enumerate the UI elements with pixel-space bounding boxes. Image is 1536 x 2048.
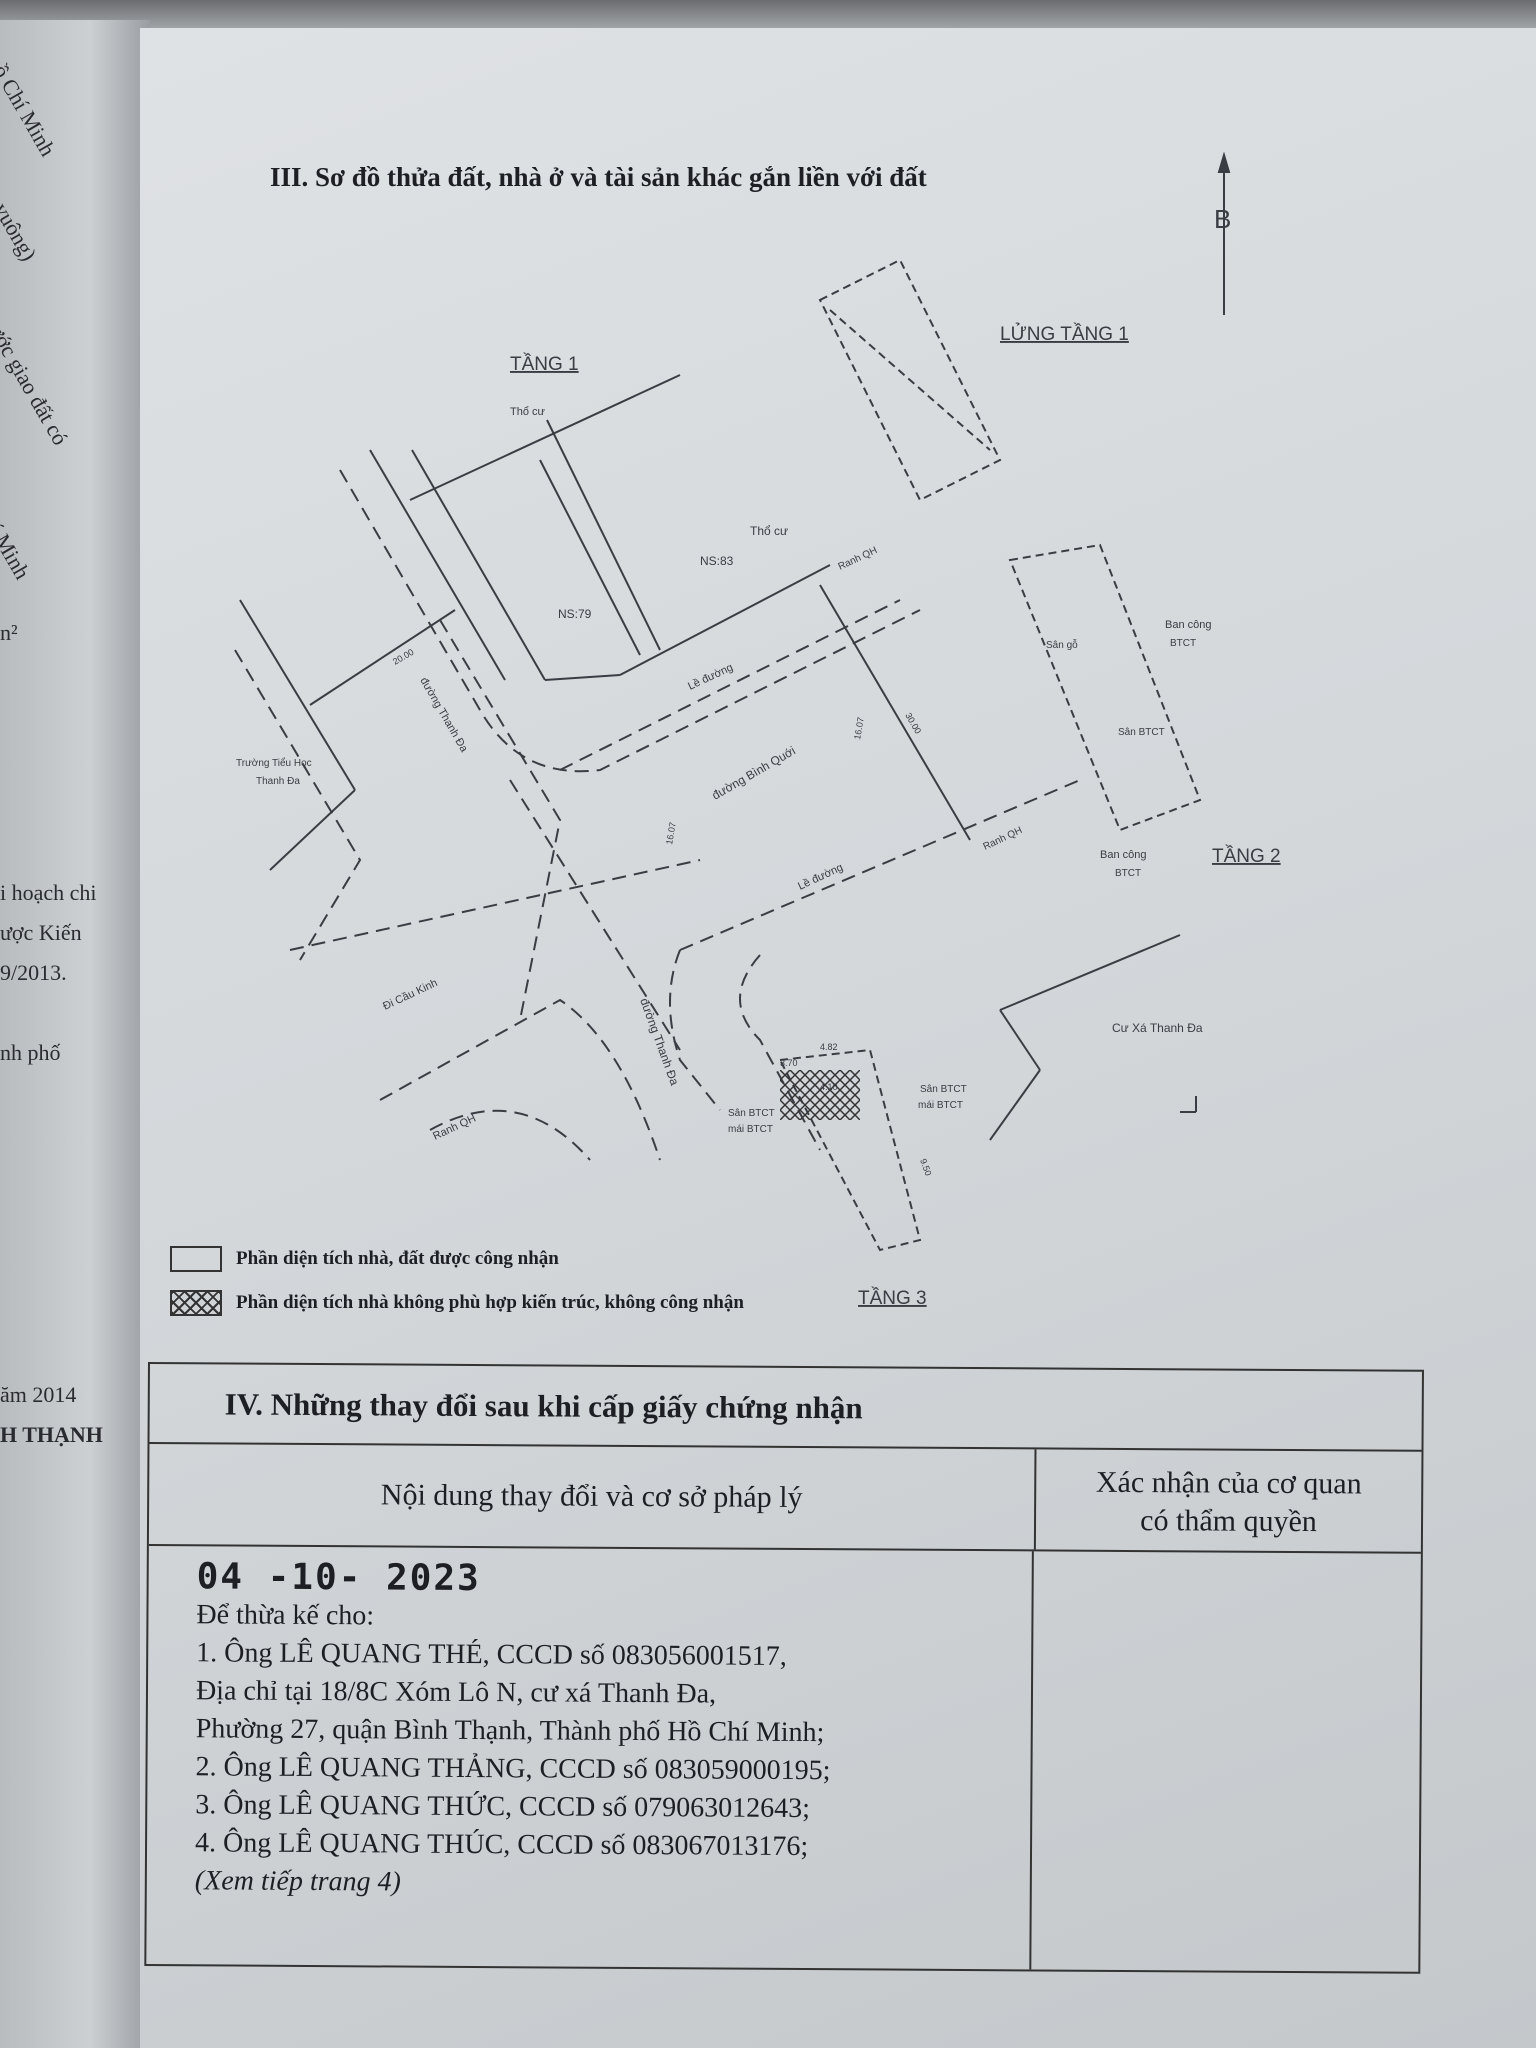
left-page: ồ Chí Minh ệt vuông) nước giao đất có hí… [0, 20, 150, 2048]
map-label: mái BTCT [728, 1124, 773, 1135]
change-date-stamp: 04 -10- 2023 [196, 1556, 481, 1600]
fragment: i hoạch chi [0, 880, 97, 905]
dimension: 16.07 [852, 716, 866, 740]
header-line: Xác nhận của cơ quan [1095, 1465, 1362, 1501]
section-3-title: III. Sơ đồ thửa đất, nhà ở và tài sản kh… [270, 162, 927, 192]
map-label: Sân BTCT [920, 1084, 967, 1095]
map-label: Sân BTCT [1118, 727, 1165, 738]
legend-label: Phần diện tích nhà, đất được công nhận [236, 1248, 559, 1269]
column-header-confirmation: Xác nhận của cơ quan có thẩm quyền [1036, 1449, 1422, 1551]
map-label: Ranh QH [837, 545, 879, 573]
fragment: n² [0, 620, 18, 645]
section-4-title: IV. Những thay đổi sau khi cấp giấy chứn… [149, 1364, 1422, 1452]
dimension: 4.10 [820, 1082, 838, 1092]
floor-1-label: TẦNG 1 [510, 353, 579, 375]
dimension: 4.82 [820, 1042, 838, 1052]
map-label: Cư Xá Thanh Đa [1112, 1021, 1203, 1035]
dimension: 16.07 [664, 821, 678, 845]
map-label: NS:79 [558, 607, 592, 621]
map-label: Ranh QH [431, 1112, 478, 1142]
change-content-cell: 04 -10- 2023 Để thừa kế cho: 1. Ông LÊ Q… [146, 1546, 1034, 1970]
map-label: NS:83 [700, 554, 734, 568]
fragment: H THẠNH [0, 1422, 103, 1447]
map-label: Thổ cư [510, 406, 546, 418]
header-line: có thẩm quyền [1140, 1504, 1317, 1539]
map-label: đường Bình Quới [710, 744, 798, 803]
fragment: ược Kiến [0, 920, 82, 945]
empty-box-icon [170, 1246, 222, 1272]
content-line: Để thừa kế cho: [196, 1599, 375, 1632]
map-label: Thanh Đa [256, 776, 300, 787]
legend-item-not-recognized: Phần diện tích nhà không phù hợp kiến tr… [170, 1290, 744, 1316]
map-label: mái BTCT [918, 1100, 963, 1111]
floor-2-label: TẦNG 2 [1212, 845, 1281, 867]
map-label: Đi Cầu Kinh [381, 977, 439, 1013]
changes-table: IV. Những thay đổi sau khi cấp giấy chứn… [144, 1362, 1424, 1974]
map-label: Ranh QH [982, 825, 1024, 853]
fragment: nh phố [0, 1040, 61, 1065]
map-label: Sân gỗ [1046, 638, 1078, 651]
content-line: 1. Ông LÊ QUANG THÉ, CCCD số 08305600151… [196, 1637, 787, 1672]
map-label: Lề đường [796, 861, 845, 892]
map-label: Ban công [1165, 619, 1211, 631]
map-label: đường Thanh Đa [417, 676, 470, 756]
continued-note: (Xem tiếp trang 4) [194, 1865, 401, 1898]
north-label: B [1214, 204, 1231, 234]
dimension: 3.70 [780, 1058, 798, 1068]
map-label: Thổ cư [750, 524, 788, 538]
map-label: BTCT [1115, 868, 1141, 879]
content-line: Phường 27, quận Bình Thạnh, Thành phố Hồ… [195, 1713, 825, 1749]
mezzanine-label: LỬNG TẦNG 1 [1000, 323, 1129, 345]
dimension: 9.50 [918, 1157, 933, 1177]
content-line: 2. Ông LÊ QUANG THẢNG, CCCD số 083059000… [195, 1751, 831, 1787]
content-line: 3. Ông LÊ QUANG THỨC, CCCD số 0790630126… [195, 1789, 811, 1825]
map-label: Trường Tiểu Học [236, 757, 312, 769]
map-label: Sân BTCT [728, 1108, 775, 1119]
fragment: ăm 2014 [0, 1382, 77, 1407]
column-header-content: Nội dung thay đổi và cơ sở pháp lý [148, 1444, 1037, 1550]
fragment: 9/2013. [0, 960, 67, 985]
map-label: BTCT [1170, 638, 1196, 649]
content-line: 4. Ông LÊ QUANG THÚC, CCCD số 0830670131… [194, 1827, 809, 1863]
document-page [140, 28, 1536, 2048]
map-label: Ban công [1100, 849, 1146, 861]
legend-item-recognized: Phần diện tích nhà, đất được công nhận [170, 1246, 559, 1272]
confirmation-cell [1031, 1551, 1421, 1971]
map-label: Lề đường [686, 661, 735, 692]
content-line: Địa chỉ tại 18/8C Xóm Lô N, cư xá Thanh … [195, 1675, 717, 1710]
floor-3-label: TẦNG 3 [858, 1287, 927, 1309]
hatched-box-icon [170, 1290, 222, 1316]
legend-label: Phần diện tích nhà không phù hợp kiến tr… [236, 1292, 744, 1313]
